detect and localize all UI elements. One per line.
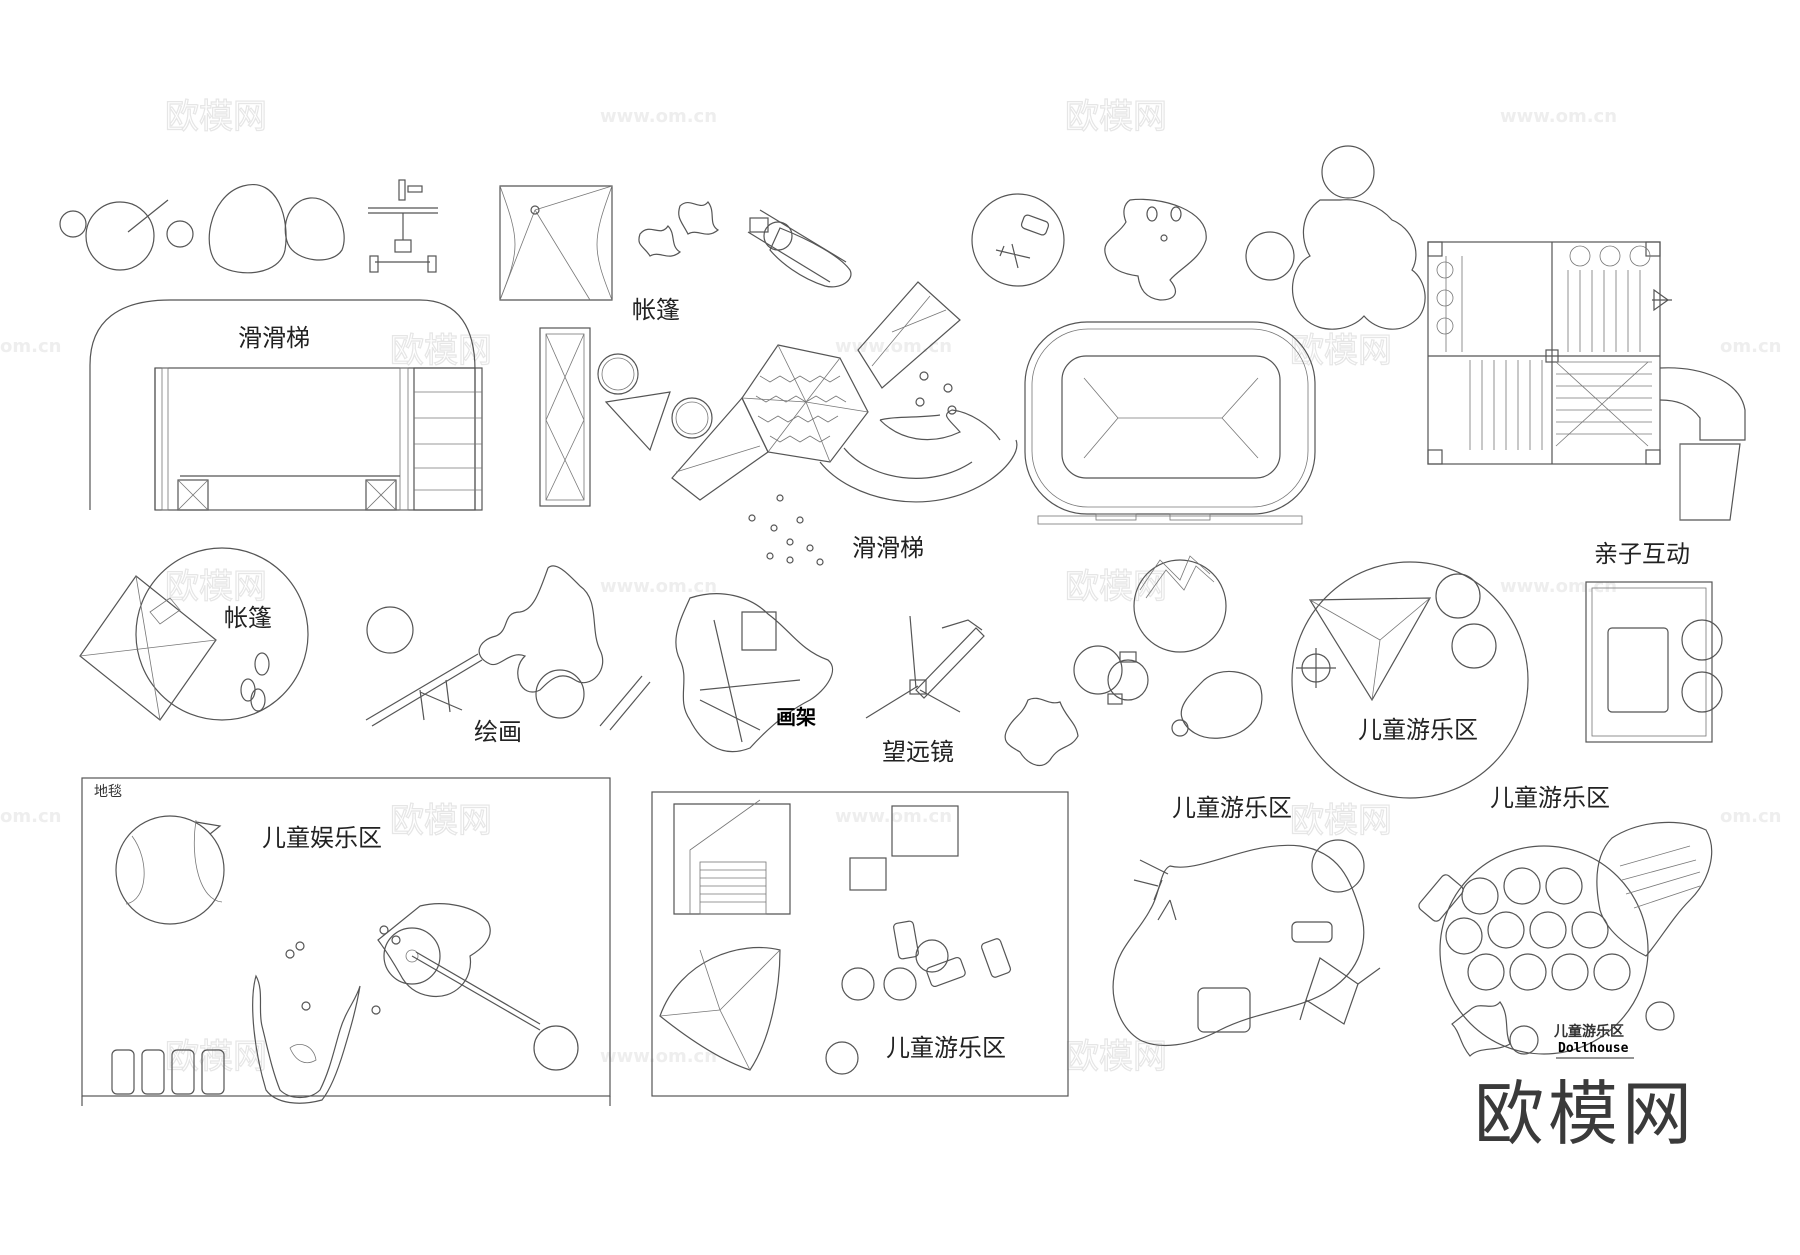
label-carpet: 地毯 (94, 784, 122, 800)
watermark-brand: 欧模网 (390, 801, 492, 841)
parent-child-area (1585, 581, 1723, 743)
watermark-url: www.om.cn (1500, 576, 1617, 597)
watermark-url: om.cn (0, 336, 61, 357)
watermark-layer: 欧模网 www.om.cn 欧模网 www.om.cn om.cn 欧模网 ww… (0, 96, 1781, 1077)
tent-2-area (79, 547, 309, 721)
slide-structure-2 (671, 281, 1018, 503)
bone-seats (638, 201, 720, 257)
telescope-area (865, 615, 985, 719)
watermark-brand: 欧模网 (1065, 567, 1167, 607)
brand-logo: 欧模网 (1474, 1073, 1696, 1155)
label-tent-1: 帐篷 (632, 296, 680, 324)
label-play-area-2: 儿童游乐区 (886, 1034, 1006, 1062)
watermark-brand: 欧模网 (390, 331, 492, 371)
watermark-url: www.om.cn (1500, 106, 1617, 127)
watermark-url: om.cn (1720, 806, 1781, 827)
balls-group (59, 199, 194, 271)
egg-seats (208, 183, 345, 274)
watermark-url: www.om.cn (600, 1046, 717, 1067)
toy-disc (971, 193, 1065, 287)
entertainment-items (111, 815, 579, 1104)
label-play-area-3: 儿童游乐区 (1172, 794, 1292, 822)
tent-1-icon (499, 185, 613, 301)
label-slide-1: 滑滑梯 (238, 324, 310, 352)
watermark-url: www.om.cn (600, 106, 717, 127)
label-tent-2: 帐篷 (224, 604, 272, 632)
egg-ball-cluster (1004, 555, 1263, 766)
small-pieces (597, 353, 713, 452)
bubble-tree (1245, 145, 1426, 330)
ball-pit (1024, 321, 1316, 525)
label-telescope: 望远镜 (882, 738, 954, 766)
label-entertainment-area: 儿童娱乐区 (262, 824, 382, 852)
watermark-brand: 欧模网 (1065, 1037, 1167, 1077)
watermark-brand: 欧模网 (1290, 331, 1392, 371)
watermark-url: om.cn (1720, 336, 1781, 357)
play-area-3 (1112, 839, 1381, 1047)
pillar-box (539, 327, 591, 507)
easel-area (675, 593, 834, 753)
animal-seat (1104, 198, 1207, 301)
carpet-zone (81, 777, 611, 1106)
bubble-dots (748, 371, 957, 566)
watermark-brand: 欧模网 (165, 1037, 267, 1077)
play-area-1 (1291, 561, 1529, 799)
painting-area (365, 565, 651, 731)
play-area-2 (651, 791, 1069, 1097)
play-house (1427, 241, 1746, 521)
label-slide-2: 滑滑梯 (852, 534, 924, 562)
label-play-area-1: 儿童游乐区 (1358, 716, 1478, 744)
watermark-url: om.cn (0, 806, 61, 827)
label-easel: 画架 (776, 705, 816, 729)
rocker-toy-icon (747, 209, 852, 288)
watermark-brand: 欧模网 (165, 567, 267, 607)
label-parent-child: 亲子互动 (1594, 540, 1690, 568)
watermark-brand: 欧模网 (165, 97, 267, 137)
watermark-url: www.om.cn (835, 336, 952, 357)
label-dollhouse-cn: 儿童游乐区 (1553, 1023, 1624, 1040)
tricycle-icon (368, 179, 438, 273)
label-dollhouse-en: Dollhouse (1558, 1041, 1629, 1056)
label-painting: 绘画 (474, 718, 522, 746)
watermark-brand: 欧模网 (1290, 801, 1392, 841)
slide-structure-1 (89, 299, 483, 511)
flower-mats (1445, 867, 1675, 1055)
watermark-url: www.om.cn (835, 806, 952, 827)
watermark-url: www.om.cn (600, 576, 717, 597)
watermark-brand: 欧模网 (1065, 97, 1167, 137)
dollhouse-area (1418, 821, 1713, 1057)
label-play-area-4: 儿童游乐区 (1490, 784, 1610, 812)
